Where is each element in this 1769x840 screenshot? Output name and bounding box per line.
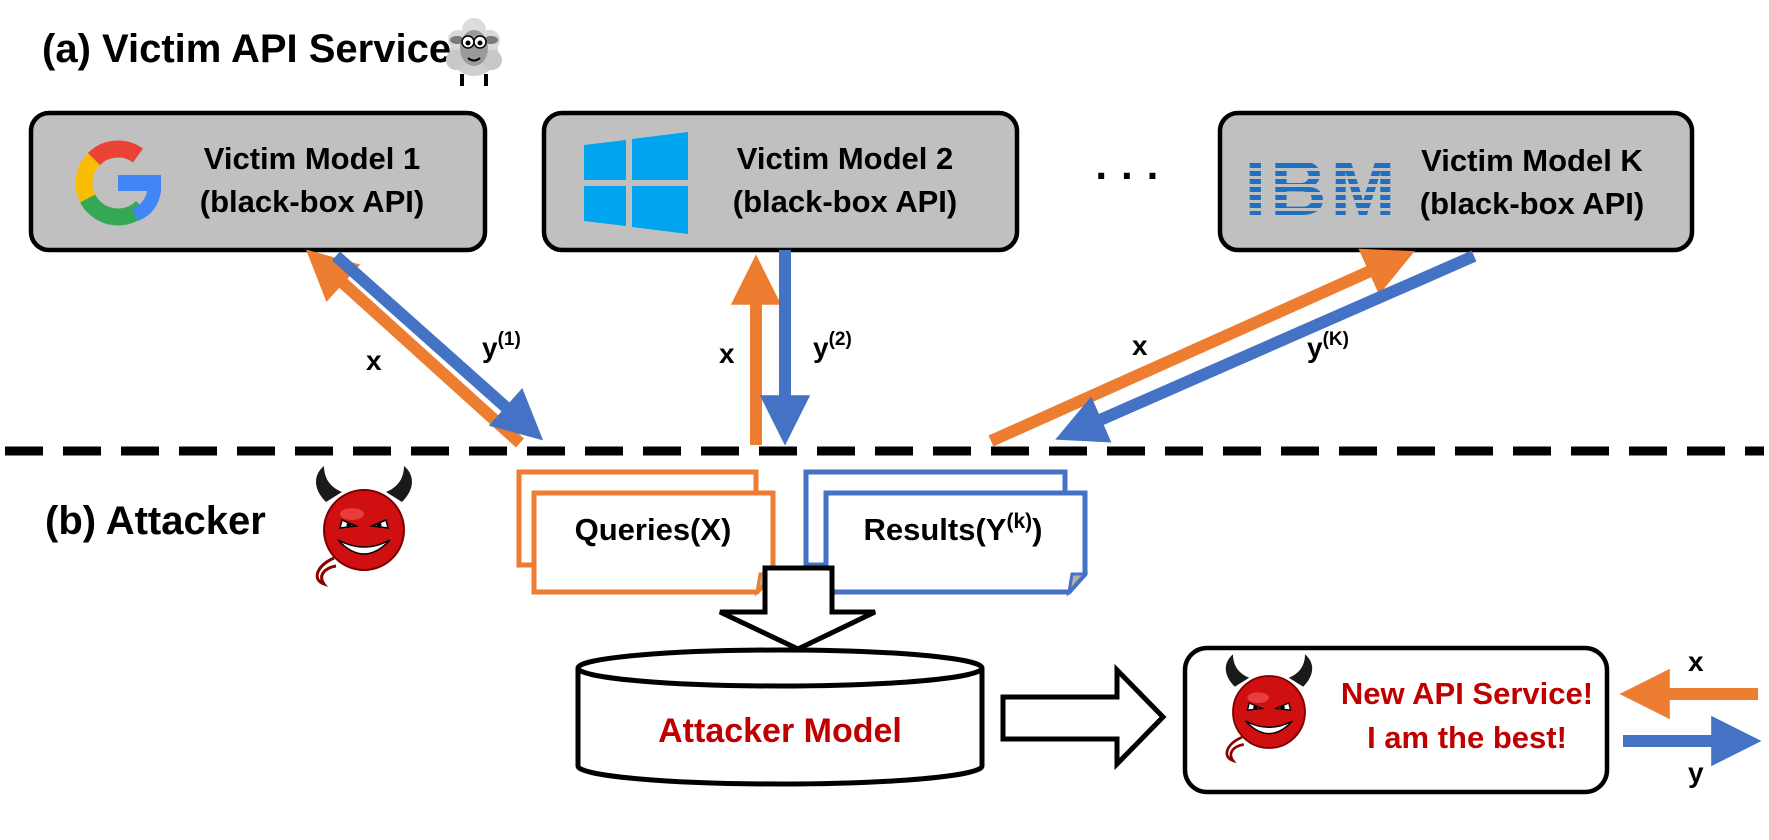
google-logo	[75, 140, 161, 226]
response-label-1: y(1)	[482, 329, 521, 363]
victim-model-2-box: Victim Model 2 (black-box API)	[541, 110, 1020, 253]
queries-document: Queries(X)	[516, 469, 777, 597]
victim-model-2-subtitle: (black-box API)	[733, 184, 958, 219]
right-arrow	[1000, 663, 1167, 771]
sheep-icon	[446, 18, 502, 86]
attacker-section-title: (b) Attacker	[45, 499, 266, 543]
victim-model-k-subtitle: (black-box API)	[1420, 186, 1645, 221]
query-label-k: x	[1132, 330, 1148, 361]
victim-section-title: (a) Victim API Services	[42, 27, 473, 71]
response-arrow-k	[1055, 250, 1477, 443]
results-label-sup: (k)	[1006, 510, 1032, 533]
victim-model-2-title: Victim Model 2	[737, 141, 954, 176]
victim-model-k-box: Victim Model K (black-box API)	[1217, 110, 1695, 253]
response-label-1-sup: (1)	[498, 329, 521, 350]
results-document: Results(Y(k))	[803, 469, 1089, 597]
new-service-line-2: I am the best!	[1367, 720, 1567, 755]
windows-logo	[584, 132, 688, 234]
new-service-output-label: y	[1688, 757, 1704, 788]
victim-model-1-title: Victim Model 1	[204, 141, 421, 176]
victim-model-1-box: Victim Model 1 (black-box API)	[28, 110, 488, 253]
query-arrow-1	[305, 249, 525, 448]
attacker-model-label: Attacker Model	[658, 712, 902, 750]
victim-model-k-title: Victim Model K	[1421, 143, 1643, 178]
new-api-service-box: New API Service! I am the best!	[1182, 645, 1610, 795]
response-label-2-sup: (2)	[829, 329, 852, 350]
query-label-2: x	[719, 338, 735, 369]
queries-label: Queries(X)	[575, 512, 732, 547]
ellipsis: · · ·	[1095, 152, 1160, 199]
query-arrow-k	[988, 248, 1415, 447]
devil-icon	[314, 464, 414, 586]
down-arrow	[718, 565, 877, 652]
ibm-logo: IBM	[1232, 144, 1412, 232]
response-label-k: y(K)	[1307, 329, 1349, 363]
ibm-logo-text: IBM	[1245, 144, 1400, 232]
response-arrow-1	[332, 251, 544, 441]
victim-model-1-subtitle: (black-box API)	[200, 184, 425, 219]
attacker-model: Attacker Model	[575, 647, 985, 787]
new-service-input-label: x	[1688, 646, 1704, 677]
results-label: Results(Y(k))	[864, 510, 1043, 547]
response-label-k-sup: (K)	[1323, 329, 1349, 350]
query-label-1: x	[366, 345, 382, 376]
new-service-line-1: New API Service!	[1341, 676, 1593, 711]
response-label-2: y(2)	[813, 329, 852, 363]
